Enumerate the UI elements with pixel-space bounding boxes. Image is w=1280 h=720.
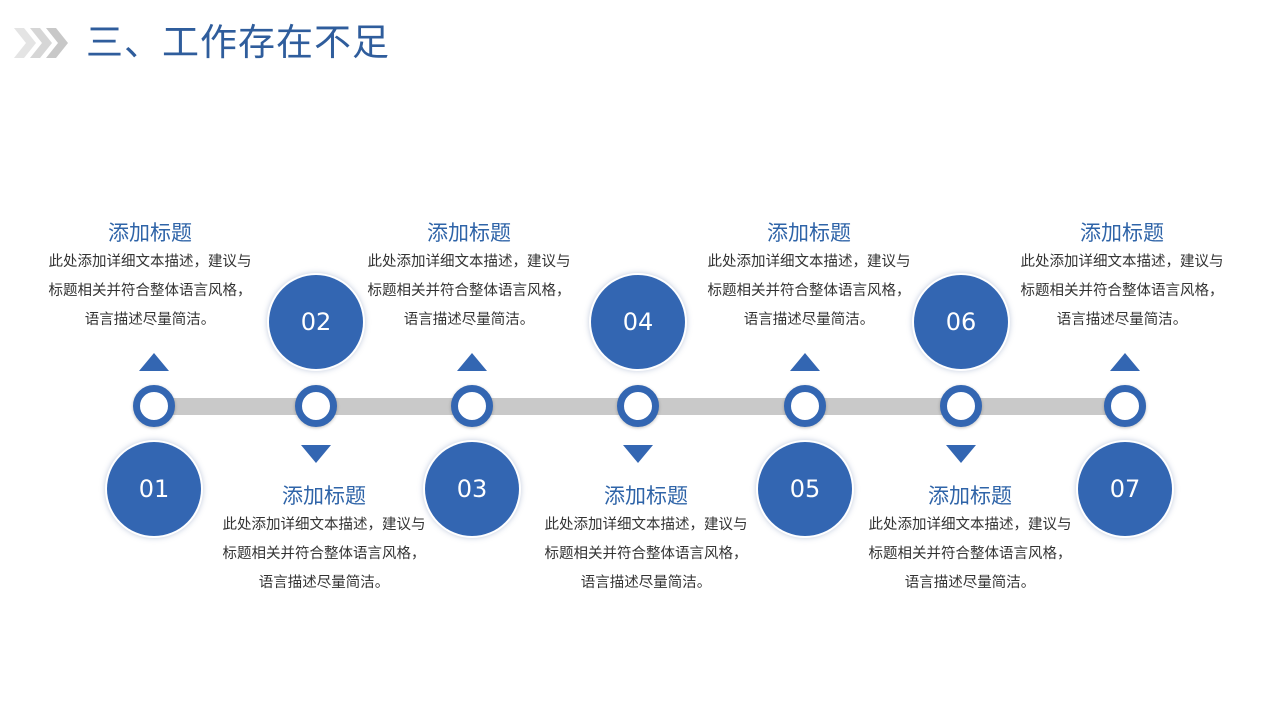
step-description: 此处添加详细文本描述，建议与标题相关并符合整体语言风格，语言描述尽量简洁。 (707, 254, 911, 328)
timeline-node-7 (1104, 385, 1146, 427)
step-description: 此处添加详细文本描述，建议与标题相关并符合整体语言风格，语言描述尽量简洁。 (222, 517, 426, 591)
step-text-2: 添加标题 此处添加详细文本描述，建议与标题相关并符合整体语言风格，语言描述尽量简… (204, 483, 444, 598)
triangle-up-icon (1110, 353, 1140, 371)
step-title: 添加标题 (427, 221, 511, 245)
step-text-6: 添加标题 此处添加详细文本描述，建议与标题相关并符合整体语言风格，语言描述尽量简… (850, 483, 1090, 598)
step-badge-06: 06 (914, 275, 1008, 369)
timeline-node-2 (295, 385, 337, 427)
step-badge-02: 02 (269, 275, 363, 369)
step-text-1: 添加标题 此处添加详细文本描述，建议与标题相关并符合整体语言风格，语言描述尽量简… (30, 220, 270, 335)
step-text-5: 添加标题 此处添加详细文本描述，建议与标题相关并符合整体语言风格，语言描述尽量简… (689, 220, 929, 335)
step-text-4: 添加标题 此处添加详细文本描述，建议与标题相关并符合整体语言风格，语言描述尽量简… (526, 483, 766, 598)
triangle-down-icon (623, 445, 653, 463)
step-description: 此处添加详细文本描述，建议与标题相关并符合整体语言风格，语言描述尽量简洁。 (544, 517, 748, 591)
step-badge-07: 07 (1078, 442, 1172, 536)
triangle-up-icon (139, 353, 169, 371)
step-description: 此处添加详细文本描述，建议与标题相关并符合整体语言风格，语言描述尽量简洁。 (1020, 254, 1224, 328)
timeline-node-4 (617, 385, 659, 427)
step-text-3: 添加标题 此处添加详细文本描述，建议与标题相关并符合整体语言风格，语言描述尽量简… (349, 220, 589, 335)
timeline-node-6 (940, 385, 982, 427)
chevron-arrows-icon (14, 28, 68, 58)
step-badge-01: 01 (107, 442, 201, 536)
triangle-up-icon (790, 353, 820, 371)
step-text-7: 添加标题 此处添加详细文本描述，建议与标题相关并符合整体语言风格，语言描述尽量简… (1002, 220, 1242, 335)
step-badge-04: 04 (591, 275, 685, 369)
timeline-node-3 (451, 385, 493, 427)
triangle-down-icon (301, 445, 331, 463)
step-badge-03: 03 (425, 442, 519, 536)
timeline-node-1 (133, 385, 175, 427)
step-badge-05: 05 (758, 442, 852, 536)
triangle-up-icon (457, 353, 487, 371)
step-title: 添加标题 (282, 484, 366, 508)
step-title: 添加标题 (1080, 221, 1164, 245)
step-description: 此处添加详细文本描述，建议与标题相关并符合整体语言风格，语言描述尽量简洁。 (48, 254, 252, 328)
step-title: 添加标题 (108, 221, 192, 245)
step-title: 添加标题 (767, 221, 851, 245)
step-description: 此处添加详细文本描述，建议与标题相关并符合整体语言风格，语言描述尽量简洁。 (868, 517, 1072, 591)
page-title: 三、工作存在不足 (86, 21, 390, 64)
triangle-down-icon (946, 445, 976, 463)
step-description: 此处添加详细文本描述，建议与标题相关并符合整体语言风格，语言描述尽量简洁。 (367, 254, 571, 328)
timeline-node-5 (784, 385, 826, 427)
step-title: 添加标题 (604, 484, 688, 508)
step-title: 添加标题 (928, 484, 1012, 508)
